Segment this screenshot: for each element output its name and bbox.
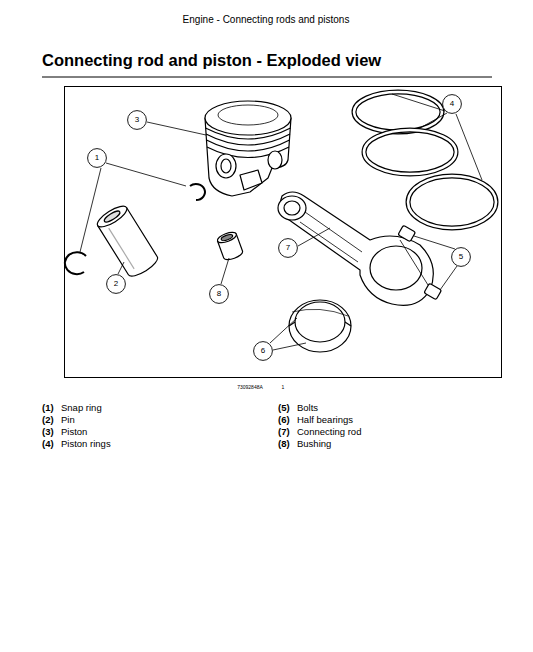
callout-circle: 3	[127, 110, 147, 130]
leader-lines	[80, 94, 482, 350]
callout-circle: 4	[442, 94, 462, 114]
part-name: Bolts	[297, 403, 318, 414]
legend-number: (2)	[42, 415, 54, 426]
legend-number: (7)	[278, 427, 290, 438]
legend-number: (3)	[42, 427, 54, 438]
bushing	[216, 230, 244, 261]
connecting-rod	[278, 192, 433, 305]
legend-number: (4)	[42, 439, 54, 450]
callout-number: 3	[127, 116, 147, 124]
pin	[95, 202, 161, 279]
legend-number: (6)	[278, 415, 290, 426]
callout-number: 8	[209, 290, 229, 298]
figure-number: 1	[282, 385, 285, 391]
callout-number: 7	[278, 244, 298, 252]
callout-circle: 1	[87, 148, 107, 168]
page-header: Engine - Connecting rods and pistons	[183, 14, 350, 26]
part-name: Piston	[61, 427, 87, 438]
half-bearings	[289, 300, 351, 352]
callout-number: 2	[106, 280, 126, 288]
legend-number: (8)	[278, 439, 290, 450]
bolts	[398, 225, 442, 300]
legend-number: (5)	[278, 403, 290, 414]
part-name: Pin	[61, 415, 75, 426]
part-name: Piston rings	[61, 439, 111, 450]
callout-number: 1	[87, 154, 107, 162]
callout-number: 4	[442, 100, 462, 108]
part-name: Half bearings	[297, 415, 353, 426]
callout-number: 6	[253, 347, 273, 355]
piston	[205, 101, 291, 196]
piston-rings	[354, 92, 496, 228]
part-name: Snap ring	[61, 403, 102, 414]
legend-number: (1)	[42, 403, 54, 414]
part-name: Bushing	[297, 439, 331, 450]
callout-circle: 2	[106, 274, 126, 294]
callout-circle: 5	[451, 247, 471, 267]
callout-number: 5	[451, 253, 471, 261]
callout-circle: 7	[278, 238, 298, 258]
figure-code: 73092848A	[237, 385, 263, 391]
callout-circle: 8	[209, 284, 229, 304]
figure-frame	[65, 87, 502, 378]
part-name: Connecting rod	[297, 427, 361, 438]
callout-circle: 6	[253, 341, 273, 361]
page-title: Connecting rod and piston - Exploded vie…	[42, 51, 381, 70]
title-rule	[42, 77, 492, 78]
